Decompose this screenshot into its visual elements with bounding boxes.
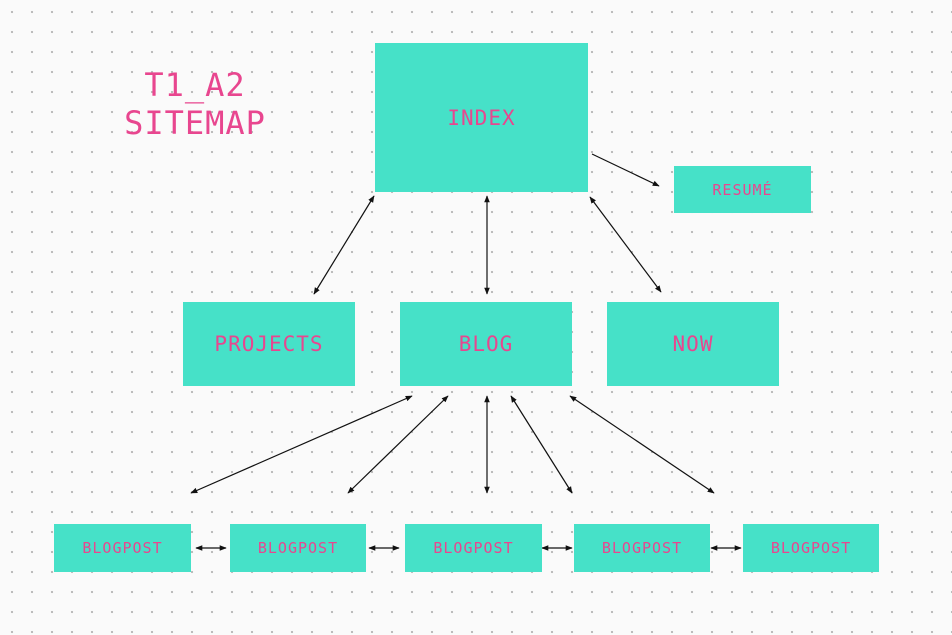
node-blogpost-label: BLOGPOST — [257, 539, 339, 557]
arrow-blog-post4 — [510, 395, 573, 494]
node-now-label: NOW — [672, 332, 714, 356]
sitemap-title: T1_A2 SITEMAP — [112, 66, 278, 142]
node-blogpost: BLOGPOST — [574, 524, 710, 572]
node-blogpost: BLOGPOST — [743, 524, 879, 572]
arrow-index-resume — [591, 153, 660, 187]
node-blogpost-label: BLOGPOST — [82, 539, 163, 557]
node-index-label: INDEX — [447, 105, 516, 130]
node-blogpost-label: BLOGPOST — [433, 539, 514, 557]
arrow-index-now — [589, 196, 662, 293]
node-resume-label: RESUMÉ — [712, 180, 773, 199]
node-blog: BLOG — [400, 302, 572, 386]
node-projects-label: PROJECTS — [214, 332, 324, 356]
arrow-blog-post2 — [347, 395, 449, 494]
node-blogpost: BLOGPOST — [405, 524, 542, 572]
title-line-2: SITEMAP — [124, 104, 266, 142]
node-blogpost-label: BLOGPOST — [601, 539, 683, 557]
arrow-blog-post5 — [569, 395, 715, 494]
node-blogpost: BLOGPOST — [230, 524, 366, 572]
node-projects: PROJECTS — [183, 302, 355, 386]
title-line-1: T1_A2 — [144, 66, 246, 104]
arrow-index-projects — [313, 195, 375, 295]
node-resume: RESUMÉ — [674, 166, 811, 213]
node-now: NOW — [607, 302, 779, 386]
arrow-blog-post1 — [190, 395, 413, 494]
node-blogpost: BLOGPOST — [54, 524, 191, 572]
node-index: INDEX — [375, 43, 588, 192]
node-blog-label: BLOG — [458, 332, 514, 356]
node-blogpost-label: BLOGPOST — [770, 539, 852, 557]
